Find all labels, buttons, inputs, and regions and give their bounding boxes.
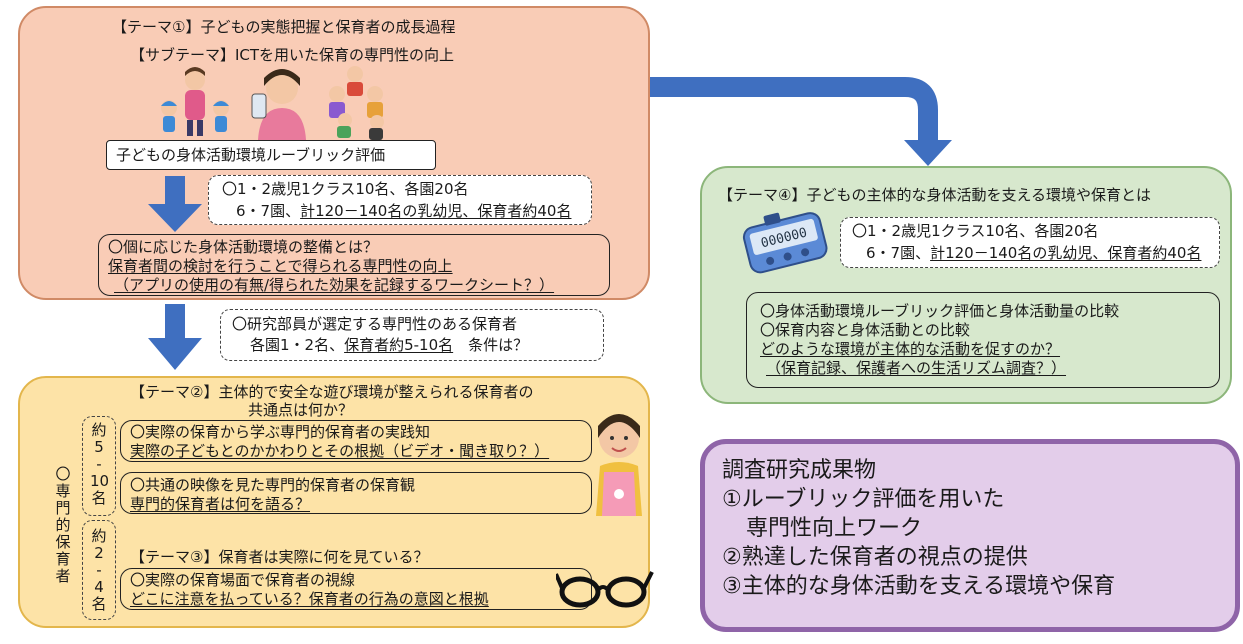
gaze-line1: 〇実際の保育場面で保育者の視線 — [130, 571, 356, 589]
pedometer-illustration: 000000 — [742, 212, 828, 274]
gaze-box — [120, 568, 592, 610]
theme4-sample-line1: 〇1・2歳児1クラス10名、各園20名 — [852, 222, 1099, 240]
selection-box — [220, 309, 604, 361]
down-arrow-1 — [148, 176, 202, 232]
shared-video-box — [120, 472, 592, 514]
theme1-title: 【テーマ①】子どもの実態把握と保育者の成長過程 — [112, 18, 456, 36]
theme2-title-line1: 【テーマ②】主体的で安全な遊び環境が整えられる保育者の — [130, 383, 534, 401]
shared-video-line2: 専門的保育者は何を語る？ — [130, 495, 311, 513]
caregiver-apron-illustration — [596, 414, 642, 516]
rubric-evaluation-label: 子どもの身体活動環境ルーブリック評価 — [116, 146, 386, 164]
theme1-sample-line1: 〇1・2歳児1クラス10名、各園20名 — [222, 180, 469, 198]
caregiver-with-phone-illustration — [251, 69, 306, 140]
gaze-line2: どこに注意を払っている？保育者の行為の意図と根拠 — [130, 590, 489, 608]
theme3-title: 【テーマ③】保育者は実際に何を見ている？ — [130, 548, 429, 566]
theme1-question-box — [98, 234, 610, 296]
theme2-title-line2: 共通点は何か？ — [248, 401, 354, 419]
group2-label-box — [82, 520, 116, 620]
theme1-question-2: 保育者間の検討を行うことで得られる専門性の向上 — [108, 257, 453, 275]
children-group-illustration — [329, 66, 384, 140]
down-arrow-2 — [148, 304, 202, 370]
theme1-subtitle: 【サブテーマ】ICTを用いた保育の専門性の向上 — [130, 46, 455, 64]
practice-knowledge-line2: 実際の子どもとのかかわりとその根拠（ビデオ・聞き取り？） — [130, 442, 550, 460]
glasses-illustration — [556, 571, 654, 608]
practice-knowledge-box — [120, 420, 592, 462]
theme4-comparison-4: （保育記録、保護者への生活リズム調査？） — [766, 359, 1067, 377]
theme4-title: 【テーマ④】子どもの主体的な身体活動を支える環境や保育とは — [718, 186, 1152, 204]
group1-label-box — [82, 416, 116, 516]
selection-line1: 〇研究部員が選定する専門性のある保育者 — [232, 315, 518, 333]
theme4-comparison-box — [746, 292, 1220, 388]
selection-line2: 各園1・2名、保育者約5-10名 条件は？ — [250, 336, 529, 354]
outcome-item-1b: 専門性向上ワーク — [746, 516, 923, 541]
theme4-sample-box — [840, 217, 1220, 268]
theme1-question-1: 〇個に応じた身体活動環境の整備とは？ — [108, 238, 379, 256]
outcome-item-2: ②熟達した保育者の視点の提供 — [722, 545, 1028, 570]
theme4-comparison-2: 〇保育内容と身体活動との比較 — [760, 321, 970, 339]
side-label-specialist-caregivers: 〇専門的保育者 — [55, 465, 71, 585]
theme1-sample-box — [208, 175, 592, 225]
shared-video-line1: 〇共通の映像を見た専門的保育者の保育観 — [130, 476, 416, 494]
theme4-panel — [700, 166, 1232, 404]
theme1-sample-line2: 6・7園、計120－140名の乳幼児、保育者約40名 — [236, 202, 572, 220]
outcome-item-3: ③主体的な身体活動を支える環境や保育 — [722, 574, 1116, 599]
theme4-comparison-3: どのような環境が主体的な活動を促すのか？ — [760, 340, 1061, 358]
outcome-item-1a: ①ルーブリック評価を用いた — [722, 487, 1005, 512]
outcomes-title: 調査研究成果物 — [722, 458, 877, 483]
theme4-sample-line2: 6・7園、計120－140名の乳幼児、保育者約40名 — [866, 244, 1202, 262]
practice-knowledge-line1: 〇実際の保育から学ぶ専門的保育者の実践知 — [130, 423, 431, 441]
rubric-evaluation-box — [106, 140, 436, 170]
outcomes-panel — [700, 439, 1240, 632]
theme1-question-3: （アプリの使用の有無/得られた効果を記録するワークシート？） — [114, 276, 555, 294]
theme4-comparison-1: 〇身体活動環境ルーブリック評価と身体活動量の比較 — [760, 302, 1120, 320]
caregiver-with-children-illustration — [161, 67, 229, 136]
